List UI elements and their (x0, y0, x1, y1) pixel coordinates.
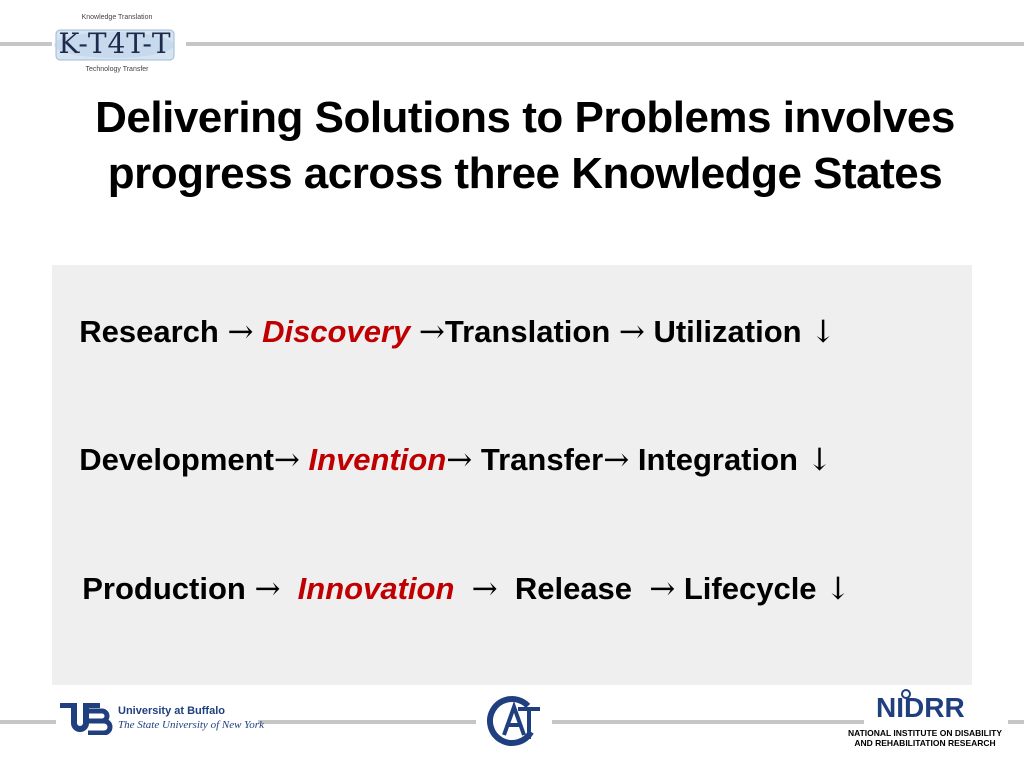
logo-bottom-caption: Technology Transfer (85, 66, 149, 73)
right-arrow-icon: → (618, 314, 645, 350)
cat-logo-icon (487, 696, 540, 746)
slide-title: Delivering Solutions to Problems involve… (40, 90, 1010, 202)
nidrr-figure-icon (901, 689, 911, 699)
logo-top-caption: Knowledge Translation (81, 14, 153, 21)
row-text: Utilization (644, 314, 811, 349)
down-arrow-icon: ↓ (825, 571, 852, 607)
row-text: Lifecycle (675, 571, 826, 606)
right-arrow-icon: → (254, 571, 281, 607)
row-highlight: Discovery (262, 314, 411, 349)
logo-mark-shape (54, 29, 175, 61)
down-arrow-icon: ↓ (806, 442, 833, 478)
university-buffalo-logo: University at Buffalo The State Universi… (58, 702, 268, 739)
kt4tt-logo: Knowledge Translation K-T4T-T Technology… (52, 14, 182, 76)
row-production: Production → Innovation → Release → Life… (65, 535, 851, 607)
footer-rule-middle (258, 720, 476, 724)
nidrr-subtitle: NATIONAL INSTITUTE ON DISABILITY AND REH… (847, 728, 1003, 748)
row-text: Transfer (472, 442, 604, 477)
row-text: Integration (629, 442, 807, 477)
row-highlight: Innovation (297, 571, 455, 606)
footer-rule-right (552, 720, 864, 724)
footer-rule-left (0, 720, 56, 724)
right-arrow-icon: → (446, 442, 473, 478)
right-arrow-icon: → (273, 442, 300, 478)
row-development: Development→ Invention→ Transfer→ Integr… (62, 406, 833, 478)
ub-mark-icon (60, 702, 113, 736)
right-arrow-icon: → (227, 314, 254, 350)
logo-mark-text: K-T4T-T (58, 27, 172, 60)
content-panel (52, 265, 972, 685)
right-arrow-icon: → (471, 571, 498, 607)
title-line-2: progress across three Knowledge States (107, 149, 943, 198)
right-arrow-icon: → (649, 571, 676, 607)
nidrr-logo: NIDRR NATIONAL INSTITUTE ON DISABILITY A… (840, 688, 1010, 750)
ub-subtitle: The State University of New York (118, 719, 264, 731)
footer-rule-end (1008, 720, 1024, 724)
row-text: Development (79, 442, 274, 477)
row-research: Research → Discovery →Translation → Util… (62, 278, 836, 350)
header-rule-left (0, 42, 52, 46)
nidrr-wordmark: NIDRR (876, 692, 965, 723)
ub-name: University at Buffalo (118, 705, 225, 717)
row-text: Release (497, 571, 650, 606)
row-text: Translation (444, 314, 619, 349)
right-arrow-icon: → (603, 442, 630, 478)
row-highlight: Invention (308, 442, 447, 477)
right-arrow-icon: → (418, 314, 445, 350)
row-text: Production (82, 571, 255, 606)
header-rule-right (186, 42, 1024, 46)
title-line-1: Delivering Solutions to Problems involve… (95, 93, 955, 142)
row-text: Research (79, 314, 228, 349)
down-arrow-icon: ↓ (810, 314, 837, 350)
